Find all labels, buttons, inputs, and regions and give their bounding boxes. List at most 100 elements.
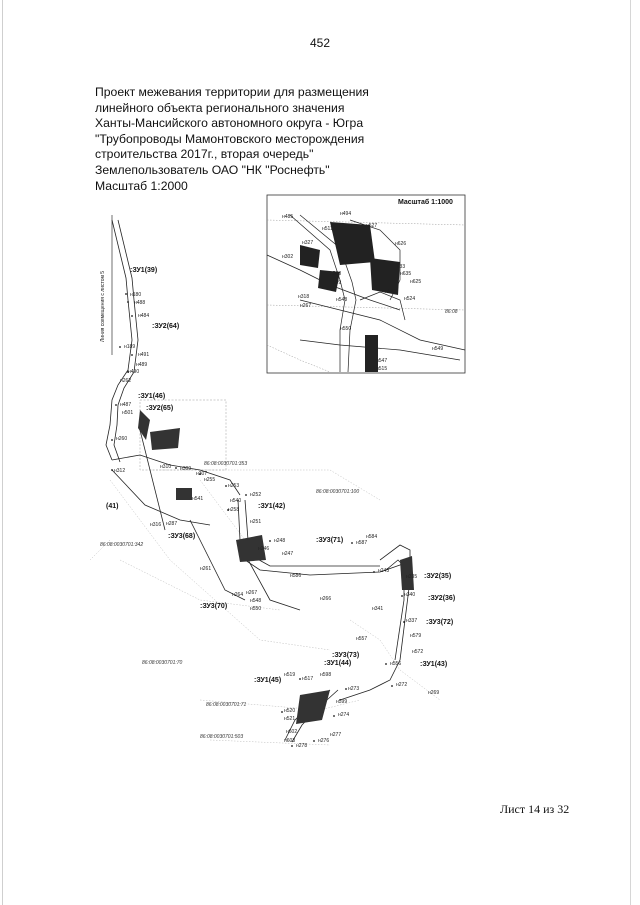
point-label: н273 <box>348 686 359 692</box>
inset-point-label: н524 <box>404 296 415 302</box>
point-label: н517 <box>302 676 313 682</box>
point-label: н541 <box>192 496 203 502</box>
inset-point-label: н267 <box>300 303 311 309</box>
inset-point-label: н511 <box>322 226 333 232</box>
point-label: н264 <box>232 592 243 598</box>
inset-point-label: н302 <box>282 254 293 260</box>
zone-label: :ЗУ1(44) <box>324 660 351 667</box>
point-label: н276 <box>318 738 329 744</box>
point-label: н341 <box>372 606 383 612</box>
point-label: н309 <box>180 466 191 472</box>
zone-label: :ЗУ3(71) <box>316 537 343 544</box>
zone-label: :ЗУ1(39) <box>130 267 157 274</box>
inset-point-label: н550 <box>340 326 351 332</box>
point-label: н261 <box>200 566 211 572</box>
parcel-background <box>89 469 441 746</box>
page-number: 452 <box>309 36 331 50</box>
point-label: н584 <box>366 534 377 540</box>
inset-point-label: н509 <box>330 280 341 286</box>
point-label: н603 <box>284 738 295 744</box>
point-label: н520 <box>284 708 295 714</box>
point-label: н248 <box>274 538 285 544</box>
point-label: н189 <box>124 344 135 350</box>
zone-label: (41) <box>106 503 118 510</box>
zone-label: :ЗУ1(46) <box>138 393 165 400</box>
point-label: н253 <box>228 483 239 489</box>
point-label: н312 <box>114 468 125 474</box>
zone-label: :ЗУ3(68) <box>168 533 195 540</box>
point-label: н277 <box>330 732 341 738</box>
inset-point-label: н527 <box>366 223 377 229</box>
point-label: н246 <box>258 546 269 552</box>
inset-point-label: н529 <box>385 289 396 295</box>
title-line: строительства 2017г., вторая очередь" <box>95 147 314 162</box>
page-edge-left <box>2 0 3 905</box>
point-label: н255 <box>204 477 215 483</box>
inset-point-label: н327 <box>302 240 313 246</box>
inset-point-label: н633 <box>394 264 405 270</box>
inset-point-label: н485 <box>282 214 293 220</box>
point-label: н252 <box>250 492 261 498</box>
scale-line: Масштаб 1:2000 <box>95 178 188 193</box>
point-label: н491 <box>138 352 149 358</box>
title-block: Проект межевания территории для размещен… <box>95 85 385 194</box>
title-line: линейного объекта регионального значения <box>95 100 345 115</box>
point-label: н278 <box>296 743 307 749</box>
inset-point-label: н635 <box>400 271 411 277</box>
inset-map: Масштаб 1:1000 86:08 н327 н511 н527 н626… <box>266 194 466 374</box>
point-label: н287 <box>166 521 177 527</box>
zone-label: :ЗУ1(42) <box>258 503 285 510</box>
point-label: н258 <box>228 507 239 513</box>
sheet-number: Лист 14 из 32 <box>500 802 570 816</box>
point-label: н540 <box>230 498 241 504</box>
point-label: н262 <box>120 378 131 384</box>
zone-label: :ЗУ1(43) <box>420 661 447 668</box>
zone-label: :ЗУ3(73) <box>332 652 359 659</box>
zone-label: :ЗУ2(36) <box>428 595 455 602</box>
inset-cad-label: 86:08 <box>445 309 458 315</box>
point-label: н548 <box>250 598 261 604</box>
inset-point-label: н549 <box>432 346 443 352</box>
point-label: н266 <box>320 596 331 602</box>
point-label: н519 <box>284 672 295 678</box>
point-label: н310 <box>160 464 171 470</box>
point-label: н251 <box>250 519 261 525</box>
title-line: "Трубопроводы Мамонтовского месторождени… <box>95 131 365 146</box>
zone-label: :ЗУ2(35) <box>424 573 451 580</box>
zone-label: :ЗУ2(64) <box>152 323 179 330</box>
inset-point-label: н547 <box>376 358 387 364</box>
point-label: н550 <box>250 606 261 612</box>
cadastral-label: 86:08:0030701:70 <box>142 660 183 666</box>
pipeline-corridor <box>105 219 411 743</box>
point-label: н340 <box>404 592 415 598</box>
inset-point-label: н626 <box>395 241 406 247</box>
inset-point-label: н515 <box>376 366 387 372</box>
point-label: н272 <box>396 682 407 688</box>
zone-label: :ЗУ2(65) <box>146 405 173 412</box>
survey-points <box>111 293 405 747</box>
cadastral-label: 86:08:0030701:353 <box>204 461 247 467</box>
point-label: н180 <box>130 292 141 298</box>
point-label: н587 <box>356 540 367 546</box>
point-label: н487 <box>120 402 131 408</box>
point-label: н557 <box>356 636 367 642</box>
side-label: Линия совмещения с листом 5 <box>100 271 106 342</box>
point-label: н602 <box>286 729 297 735</box>
detail-frame <box>139 399 227 471</box>
point-label: н488 <box>134 300 145 306</box>
inset-point-label: н494 <box>340 211 351 217</box>
point-label: н307 <box>196 471 207 477</box>
title-line: Ханты-Мансийского автономного округа - Ю… <box>95 116 364 131</box>
inset-point-label: н548 <box>336 297 347 303</box>
point-label: н267 <box>246 590 257 596</box>
point-label: н586 <box>290 573 301 579</box>
point-label: н269 <box>428 690 439 696</box>
title-line: Проект межевания территории для размещен… <box>95 85 369 99</box>
point-label: н598 <box>320 672 331 678</box>
page-edge-right <box>630 0 631 905</box>
inset-point-label: н508 <box>330 271 341 277</box>
point-label: н572 <box>412 649 423 655</box>
title-line: Землепользователь ОАО "НК "Роснефть" <box>95 162 330 177</box>
cadastral-label: 86:08:0030701:342 <box>100 542 143 548</box>
